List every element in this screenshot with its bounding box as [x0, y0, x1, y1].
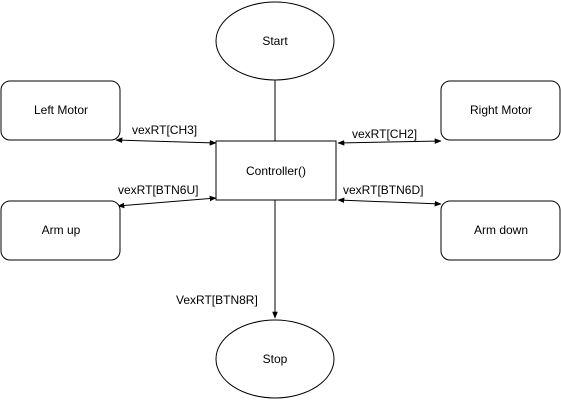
node-arm-down-label: Arm down: [474, 223, 528, 237]
node-controller[interactable]: Controller(): [215, 140, 337, 201]
node-start-label: Start: [262, 34, 288, 48]
edge-label-right-motor: vexRT[CH2]: [352, 127, 417, 141]
node-right-motor-label: Right Motor: [470, 103, 532, 117]
connector-arm-down: [337, 197, 442, 207]
node-stop-label: Stop: [263, 352, 288, 366]
connector-left-motor: [115, 137, 217, 146]
edge-label-stop: VexRT[BTN8R]: [176, 293, 258, 307]
connector-arm-up: [117, 195, 217, 209]
node-controller-label: Controller(): [246, 164, 306, 178]
edge-label-arm-up: vexRT[BTN6U]: [118, 183, 198, 197]
node-arm-down[interactable]: Arm down: [440, 200, 561, 261]
edge-label-arm-down: vexRT[BTN6D]: [343, 183, 423, 197]
connector-right-motor: [337, 138, 442, 146]
node-arm-up-label: Arm up: [42, 223, 81, 237]
node-left-motor[interactable]: Left Motor: [0, 80, 121, 141]
node-arm-up[interactable]: Arm up: [0, 200, 121, 261]
node-stop[interactable]: Stop: [215, 319, 335, 399]
node-left-motor-label: Left Motor: [34, 103, 88, 117]
node-start[interactable]: Start: [215, 1, 335, 81]
edge-label-left-motor: vexRT[CH3]: [132, 123, 197, 137]
node-right-motor[interactable]: Right Motor: [440, 80, 561, 141]
